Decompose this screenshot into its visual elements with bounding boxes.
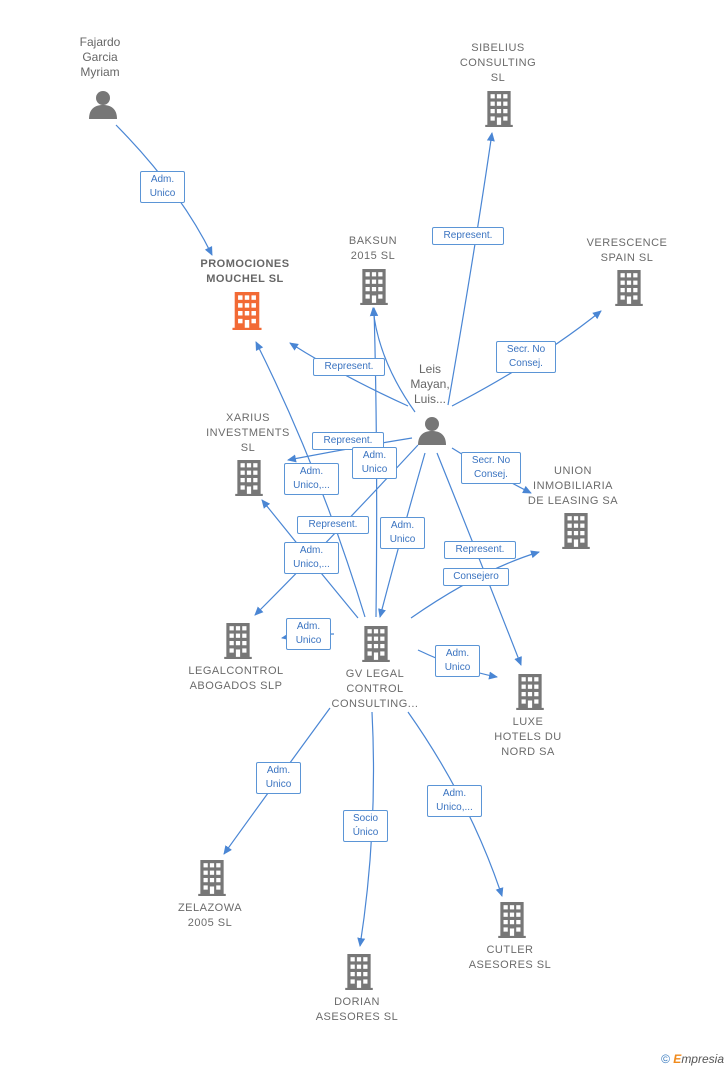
edge-label[interactable]: Adm. Unico: [352, 447, 397, 479]
node-label-dorian[interactable]: DORIAN ASESORES SL: [315, 996, 399, 1023]
edge-label[interactable]: Adm. Unico,...: [284, 463, 339, 495]
node-label-luxe[interactable]: LUXE HOTELS DU NORD SA: [494, 716, 562, 758]
node-label-verescence[interactable]: VERESCENCE SPAIN SL: [586, 237, 668, 264]
edge-label[interactable]: Represent.: [444, 541, 516, 559]
building-icon[interactable]: [498, 902, 526, 938]
edge-label[interactable]: Adm. Unico: [435, 645, 480, 677]
person-icon[interactable]: [89, 91, 117, 119]
building-icon[interactable]: [345, 954, 373, 990]
building-icon[interactable]: [235, 460, 263, 496]
node-label-baksun[interactable]: BAKSUN 2015 SL: [348, 235, 398, 262]
copyright-symbol: ©: [661, 1052, 670, 1066]
node-label-legalcontrol[interactable]: LEGALCONTROL ABOGADOS SLP: [188, 665, 284, 692]
building-icon[interactable]: [516, 674, 544, 710]
building-icon[interactable]: [360, 269, 388, 305]
edge-label[interactable]: Represent.: [312, 432, 384, 450]
brand-logo-initial: E: [673, 1052, 682, 1066]
edge-label[interactable]: Adm. Unico: [140, 171, 185, 203]
edge-label[interactable]: Adm. Unico,...: [284, 542, 339, 574]
edge-label[interactable]: Consejero: [443, 568, 509, 586]
node-label-sibelius[interactable]: SIBELIUS CONSULTING SL: [459, 42, 537, 84]
edge-label[interactable]: Represent.: [432, 227, 504, 245]
building-icon-highlight[interactable]: [232, 292, 262, 330]
edge-label[interactable]: Adm. Unico: [256, 762, 301, 794]
edge-label[interactable]: Adm. Unico: [286, 618, 331, 650]
node-label-union[interactable]: UNION INMOBILIARIA DE LEASING SA: [527, 465, 619, 507]
edge-label[interactable]: Secr. No Consej.: [461, 452, 521, 484]
building-icon[interactable]: [362, 626, 390, 662]
node-label-zelazowa[interactable]: ZELAZOWA 2005 SL: [177, 902, 243, 929]
node-label-xarius[interactable]: XARIUS INVESTMENTS SL: [206, 412, 290, 454]
brand-logo-text: mpresia: [681, 1052, 724, 1066]
edge-label[interactable]: Secr. No Consej.: [496, 341, 556, 373]
edge-label[interactable]: Adm. Unico,...: [427, 785, 482, 817]
node-label-cutler[interactable]: CUTLER ASESORES SL: [468, 944, 552, 971]
building-icon[interactable]: [198, 860, 226, 896]
edge-label[interactable]: Socio Único: [343, 810, 388, 842]
edge-leis-sibelius: [447, 132, 495, 406]
node-label-leis[interactable]: Leis Mayan, Luis...: [410, 362, 450, 406]
node-label-gvlegal[interactable]: GV LEGAL CONTROL CONSULTING...: [331, 668, 419, 710]
node-label-fajardo[interactable]: Fajardo Garcia Myriam: [79, 35, 121, 79]
edge-leis-luxe: [436, 452, 522, 666]
building-icon[interactable]: [615, 270, 643, 306]
building-icon[interactable]: [485, 91, 513, 127]
building-icon[interactable]: [224, 623, 252, 659]
building-icon[interactable]: [562, 513, 590, 549]
edge-label[interactable]: Adm. Unico: [380, 517, 425, 549]
edge-label[interactable]: Represent.: [313, 358, 385, 376]
person-icon[interactable]: [418, 417, 446, 445]
node-label-promociones[interactable]: PROMOCIONES MOUCHEL SL: [200, 258, 290, 285]
footer-brand: © Empresia: [661, 1052, 724, 1066]
edge-label[interactable]: Represent.: [297, 516, 369, 534]
